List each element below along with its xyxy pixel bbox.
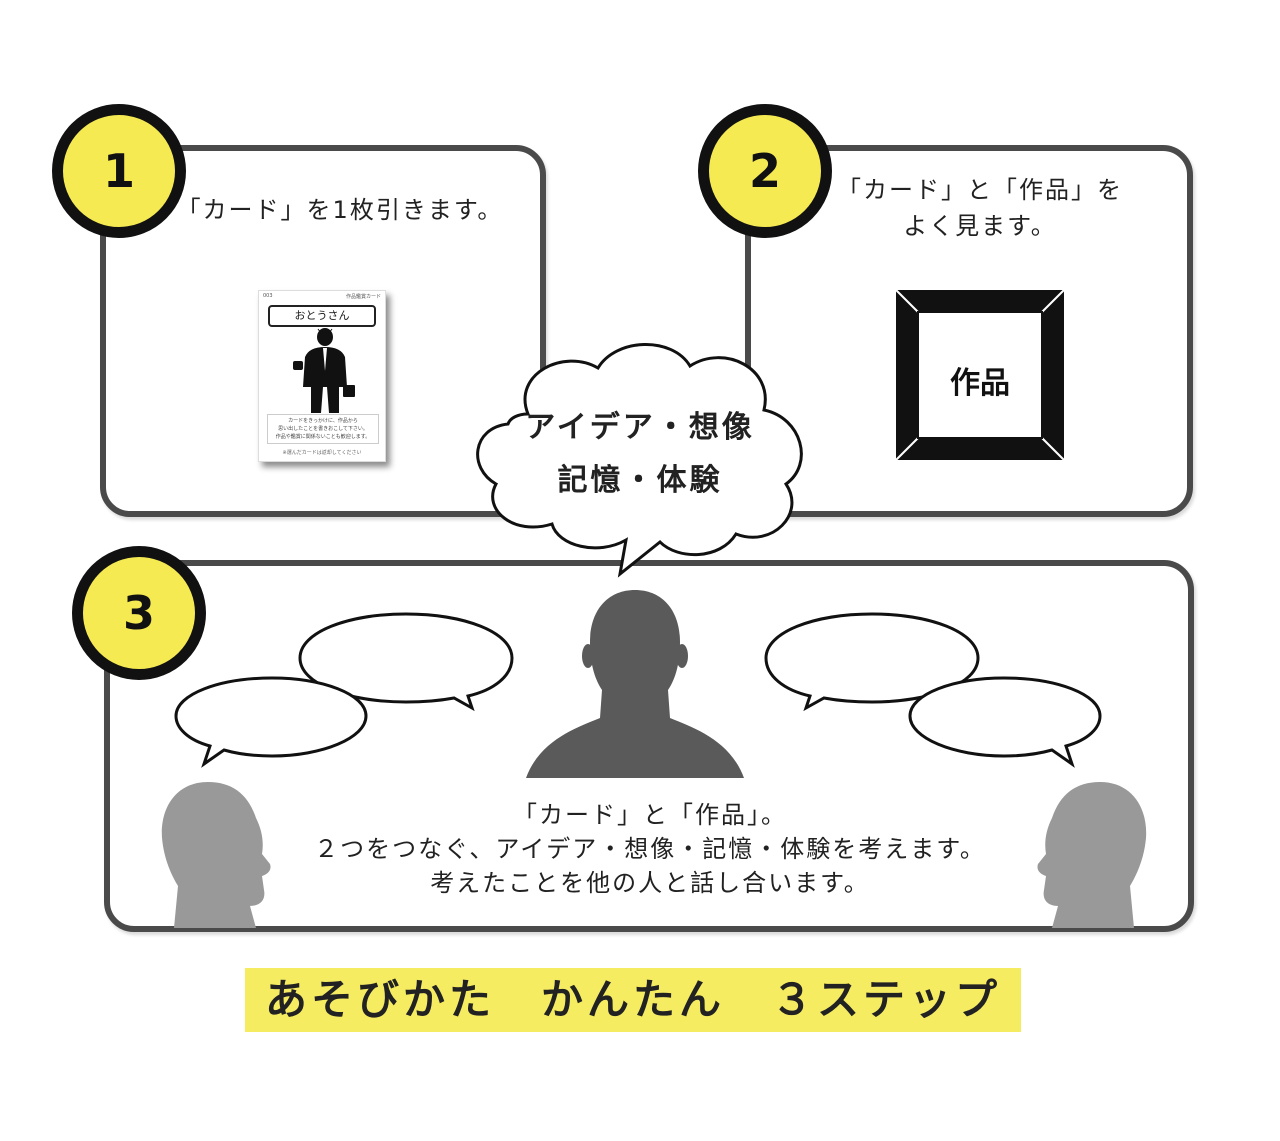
- step2-badge: 2: [698, 104, 832, 238]
- step1-caption: 「カード」を1枚引きます。: [150, 190, 530, 225]
- step3-line1: 「カード」と「作品」。: [240, 798, 1060, 832]
- step3-description: 「カード」と「作品」。 ２つをつなぐ、アイデア・想像・記憶・体験を考えます。 考…: [240, 798, 1060, 900]
- card-label: 作品鑑賞カード: [346, 293, 381, 300]
- card-instructions: カードをきっかけに、作品から 思い出したことを書きおこして下さい。 作品や鑑賞に…: [267, 414, 379, 444]
- step3-line3: 考えたことを他の人と話し合います。: [240, 866, 1060, 900]
- step3-badge: 3: [72, 546, 206, 680]
- artwork-label: 作品: [900, 358, 1060, 402]
- footer-title: あそびかた かんたん ３ステップ: [245, 968, 1021, 1032]
- card-footer: ※選んだカードは返却してください: [263, 449, 381, 456]
- center-person-icon: [526, 586, 744, 778]
- step2-caption-line1: 「カード」と「作品」を: [790, 172, 1170, 208]
- card-instruction-line: カードをきっかけに、作品から: [268, 417, 378, 425]
- card-instruction-line: 思い出したことを書きおこして下さい。: [268, 425, 378, 433]
- step2-caption: 「カード」と「作品」を よく見ます。: [790, 172, 1170, 244]
- card-title: おとうさん: [268, 305, 376, 327]
- step2-caption-line2: よく見ます。: [790, 208, 1170, 244]
- speech-bubble-right-front: [906, 676, 1104, 768]
- card-number: 003: [263, 293, 273, 299]
- prompt-card: 003 作品鑑賞カード おとうさん カードをきっかけに、作品から 思い出したこと…: [258, 290, 386, 462]
- thought-line2: 記憶・体験: [490, 455, 790, 499]
- card-instruction-line: 作品や鑑賞に関係ないことも歓迎します。: [268, 433, 378, 441]
- step1-badge: 1: [52, 104, 186, 238]
- speech-bubble-left-front: [172, 676, 370, 768]
- thought-line1: アイデア・想像: [490, 402, 790, 446]
- step3-line2: ２つをつなぐ、アイデア・想像・記憶・体験を考えます。: [240, 832, 1060, 866]
- father-illustration: [285, 327, 365, 413]
